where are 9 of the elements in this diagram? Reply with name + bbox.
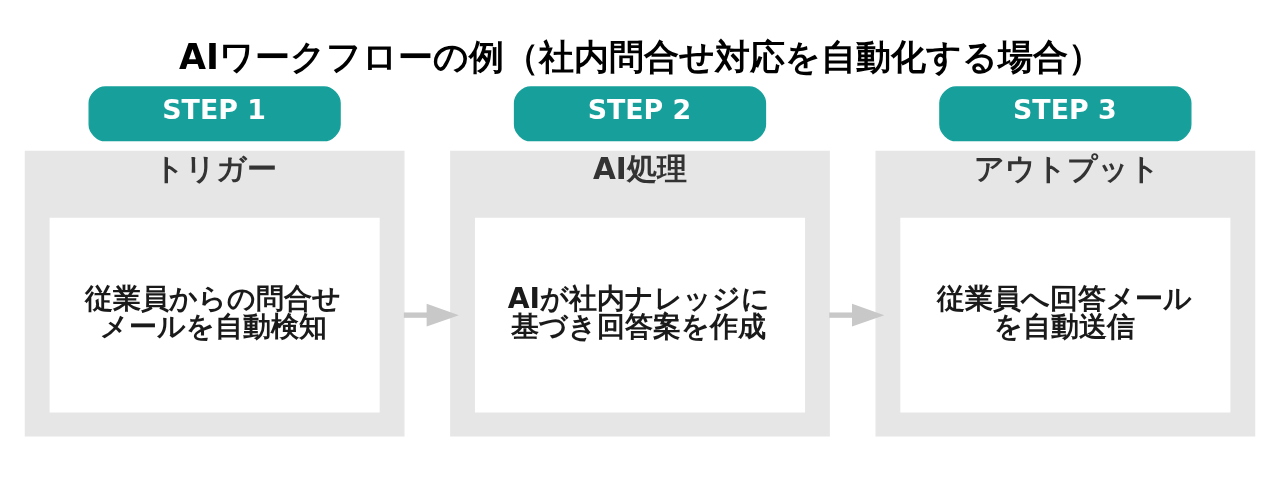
node-box: STEP 3 [939,86,1192,142]
node-box: 従業員へ回答メールを自動送信 [900,217,1231,413]
arrow [829,303,885,327]
node-box: STEP 1 [88,86,341,142]
node-box: STEP 2 [513,86,767,142]
arrow [403,303,459,327]
diagram-title: AIワークフローの例（社内問合せ対応を自動化する場合） [179,37,1104,78]
node-box: AIが社内ナレッジに基づき回答案を作成 [474,217,806,413]
node-box: 従業員からの問合せメールを自動検知 [49,217,380,413]
